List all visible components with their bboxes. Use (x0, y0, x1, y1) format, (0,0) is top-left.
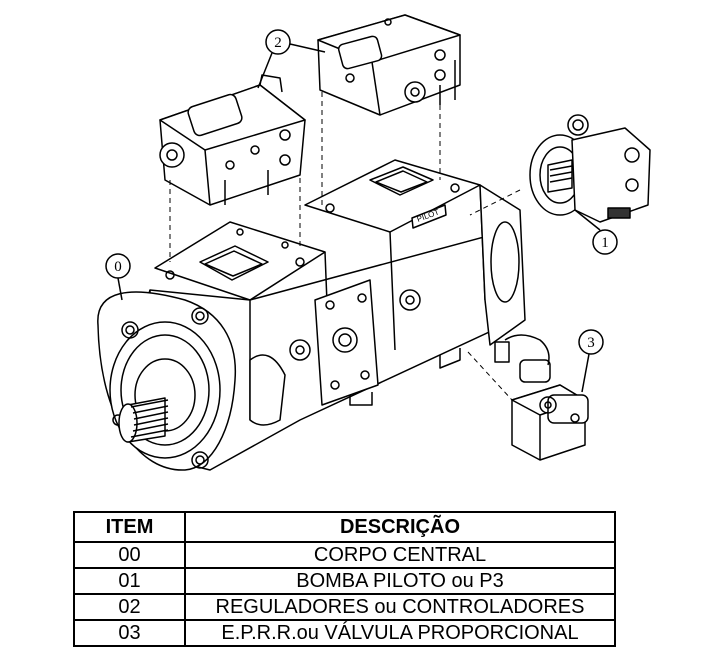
row-description: CORPO CENTRAL (184, 541, 616, 569)
callout-2: 2 (257, 29, 326, 89)
svg-text:0: 0 (114, 259, 122, 275)
row-item: 03 (73, 619, 186, 647)
header-description: DESCRIÇÃO (184, 511, 616, 543)
row-item: 02 (73, 593, 186, 621)
row-description: E.P.R.R.ou VÁLVULA PROPORCIONAL (184, 619, 616, 647)
parts-table: ITEM DESCRIÇÃO 00 CORPO CENTRAL 01 BOMBA… (73, 511, 616, 647)
table-row: 00 CORPO CENTRAL (73, 541, 616, 569)
row-item: 01 (73, 567, 186, 595)
callout-1: 1 (574, 209, 618, 255)
regulator-left (159, 74, 306, 206)
assembly-lines (169, 92, 521, 401)
table-header-row: ITEM DESCRIÇÃO (73, 511, 616, 543)
table-row: 03 E.P.R.R.ou VÁLVULA PROPORCIONAL (73, 619, 616, 647)
row-description: REGULADORES ou CONTROLADORES (184, 593, 616, 621)
exploded-pump-drawing: PILOT (97, 14, 651, 471)
drive-flange (97, 291, 237, 471)
callout-3: 3 (578, 329, 604, 393)
row-item: 00 (73, 541, 186, 569)
main-pump-body: PILOT (143, 159, 526, 471)
row-description: BOMBA PILOTO ou P3 (184, 567, 616, 595)
svg-text:3: 3 (587, 335, 595, 351)
table-row: 01 BOMBA PILOTO ou P3 (73, 567, 616, 595)
regulator-right (317, 14, 461, 116)
table-row: 02 REGULADORES ou CONTROLADORES (73, 593, 616, 621)
eprr-valve (494, 334, 589, 461)
svg-text:2: 2 (274, 35, 282, 51)
callout-0: 0 (105, 253, 131, 301)
pilot-pump (529, 114, 651, 223)
header-item: ITEM (73, 511, 186, 543)
svg-text:1: 1 (601, 235, 609, 251)
